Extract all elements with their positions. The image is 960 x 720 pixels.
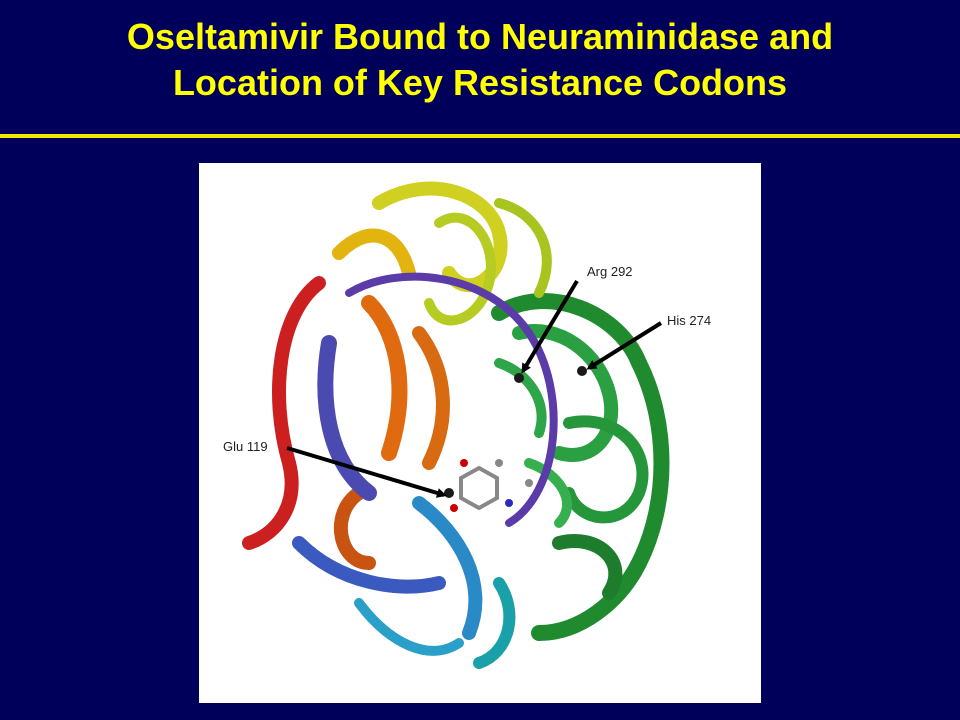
green-ribbon-domain: [491, 293, 670, 641]
protein-structure-figure: Arg 292 His 274 Glu 119: [199, 163, 761, 703]
label-glu119: Glu 119: [223, 439, 268, 454]
annotation-arrows: [286, 279, 663, 498]
glu119-arrow: [286, 446, 447, 498]
slide-title-line-2: Location of Key Resistance Codons: [172, 62, 788, 103]
blue-ribbon-domain: [292, 272, 558, 669]
his274-arrow: [586, 321, 663, 370]
slide-title-line-1: Oseltamivir Bound to Neuraminidase and: [126, 16, 834, 57]
arg292-arrow: [521, 279, 579, 374]
protein-ribbon-diagram: Arg 292 His 274 Glu 119: [223, 181, 711, 669]
label-his274: His 274: [667, 313, 711, 328]
title-divider: [0, 134, 960, 138]
oseltamivir-ligand: [444, 366, 587, 512]
orange-ribbon-domain: [242, 276, 450, 570]
slide-title: Oseltamivir Bound to Neuraminidase and L…: [0, 14, 960, 106]
label-arg292: Arg 292: [587, 264, 633, 279]
